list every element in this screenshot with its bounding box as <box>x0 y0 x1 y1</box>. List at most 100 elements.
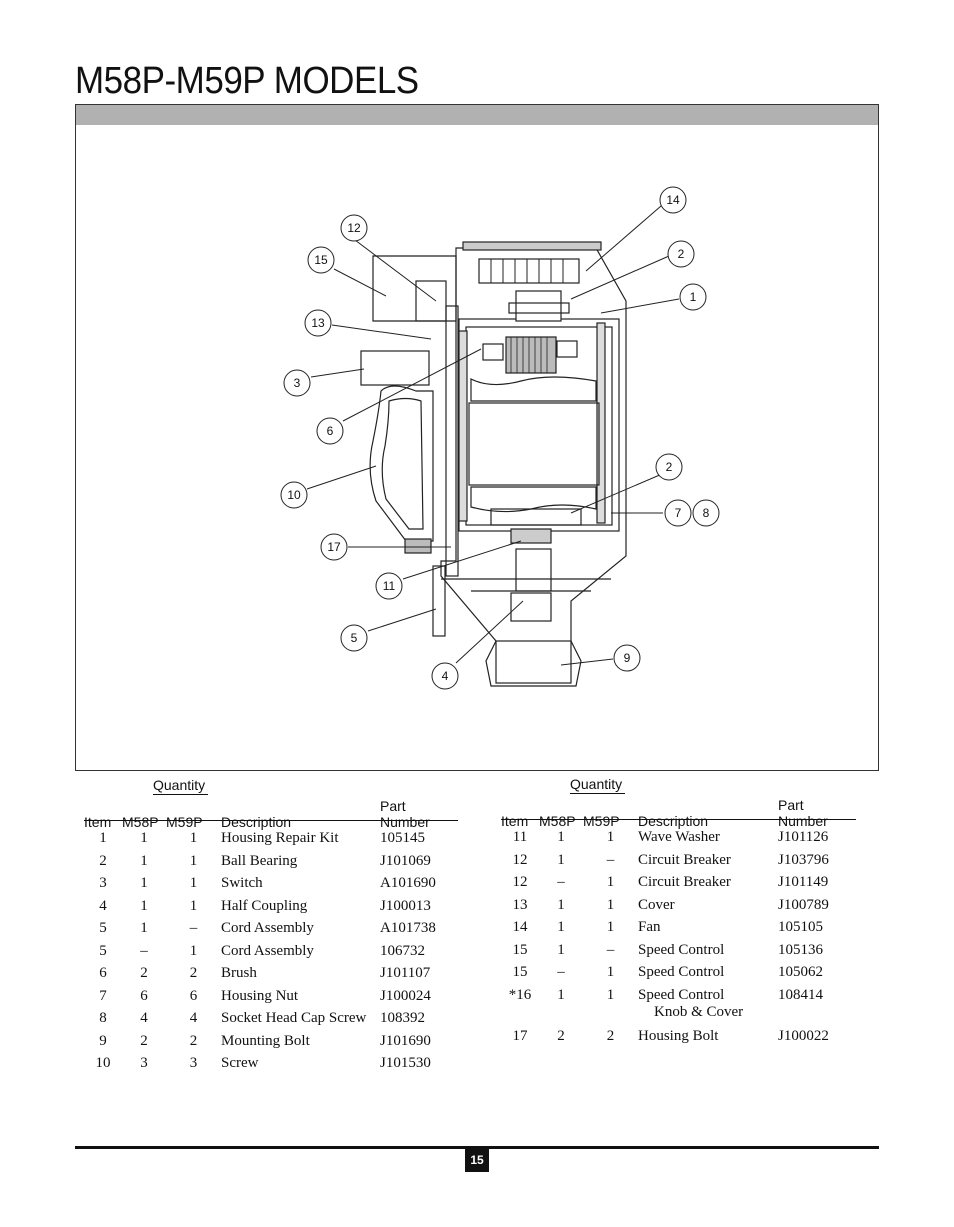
part-number-cell: 105145 <box>380 830 425 846</box>
description-cell: Mounting Bolt <box>221 1032 310 1049</box>
m59p-cell: 1 <box>189 852 198 869</box>
item-cell: 15 <box>512 941 528 958</box>
callout-6: 6 <box>316 417 344 445</box>
callout-1: 1 <box>679 283 707 311</box>
m59p-cell: 1 <box>189 875 198 891</box>
item-cell: 15 <box>512 964 528 980</box>
callout-8: 8 <box>692 499 720 527</box>
svg-text:2: 2 <box>678 247 685 261</box>
description-cell: Circuit Breaker <box>638 851 731 868</box>
m58p-cell: 6 <box>140 987 148 1004</box>
part-number-cell: A101738 <box>380 920 436 936</box>
svg-text:1: 1 <box>690 290 697 304</box>
m58p-cell: 1 <box>557 829 565 845</box>
page-number: 15 <box>465 1148 489 1172</box>
description-cell: Housing Nut <box>221 987 299 1004</box>
right-table-rule <box>501 819 856 820</box>
svg-text:5: 5 <box>351 631 358 645</box>
svg-text:8: 8 <box>703 506 710 520</box>
item-cell: 9 <box>99 1032 107 1049</box>
svg-text:7: 7 <box>675 506 682 520</box>
svg-text:13: 13 <box>311 316 325 330</box>
part-number-cell: J103796 <box>778 851 829 868</box>
item-cell: 12 <box>512 851 528 868</box>
m59p-cell: 1 <box>606 919 615 935</box>
part-number-cell: 108392 <box>380 1010 425 1026</box>
motor-drawing <box>360 241 627 687</box>
m58p-cell: 3 <box>140 1055 148 1071</box>
callout-10: 10 <box>280 481 308 509</box>
item-cell: 13 <box>512 896 528 913</box>
svg-text:4: 4 <box>442 669 449 683</box>
item-cell: 8 <box>99 1010 107 1026</box>
svg-text:17: 17 <box>327 540 341 554</box>
svg-text:3: 3 <box>294 376 301 390</box>
description-line-2: Knob & Cover <box>654 1003 744 1020</box>
part-number-cell: J101149 <box>778 874 829 890</box>
m59p-cell: 1 <box>189 830 198 846</box>
m59p-cell: 1 <box>189 942 198 959</box>
description-line: Speed Control <box>638 986 725 1003</box>
exploded-diagram: 14 12 15 2 1 13 3 6 10 2 7 8 17 11 5 4 9 <box>280 186 720 690</box>
item-cell: 4 <box>99 897 107 914</box>
m59p-cell: 1 <box>606 986 615 1003</box>
m59p-cell: – <box>606 941 615 958</box>
svg-text:10: 10 <box>287 488 301 502</box>
part-number-cell: 108414 <box>778 986 823 1003</box>
callout-leaders <box>306 205 680 666</box>
right-quantity-header: Quantity <box>570 776 625 794</box>
description-cell: Housing Repair Kit <box>221 830 339 846</box>
item-cell: 5 <box>99 942 107 959</box>
part-number-cell: J101530 <box>380 1055 431 1071</box>
svg-text:2: 2 <box>666 460 673 474</box>
description-cell: Fan <box>638 919 661 935</box>
callout-11: 11 <box>375 572 403 600</box>
description-cell: Ball Bearing <box>221 852 298 869</box>
callout-4: 4 <box>431 662 459 690</box>
m58p-cell: 2 <box>557 1027 565 1044</box>
item-cell: 14 <box>512 919 528 935</box>
callout-15: 15 <box>307 246 335 274</box>
svg-text:14: 14 <box>666 193 680 207</box>
col-item: Item <box>501 813 529 829</box>
col-description: Description <box>638 813 709 829</box>
m58p-cell: 1 <box>140 920 148 936</box>
description-cell: Socket Head Cap Screw <box>221 1010 367 1026</box>
svg-text:15: 15 <box>314 253 328 267</box>
m59p-cell: 1 <box>606 829 615 845</box>
svg-text:9: 9 <box>624 651 631 665</box>
m58p-cell: 1 <box>557 896 565 913</box>
item-cell: 1 <box>99 830 107 846</box>
part-number-cell: J100789 <box>778 896 829 913</box>
left-parts-table: Item M58P M59P Description Part Number 1… <box>84 798 458 1078</box>
callout-12: 12 <box>340 214 368 242</box>
m59p-cell: 6 <box>189 987 198 1004</box>
col-description: Description <box>221 814 292 830</box>
part-number-cell: J100022 <box>778 1027 829 1044</box>
m58p-cell: 2 <box>140 1032 148 1049</box>
item-cell: 6 <box>99 965 107 981</box>
svg-text:12: 12 <box>347 221 361 235</box>
callout-14: 14 <box>659 186 687 214</box>
page-title: M58P-M59P MODELS <box>75 60 419 102</box>
item-cell: 5 <box>99 920 107 936</box>
m59p-cell: 1 <box>606 874 615 890</box>
callout-9: 9 <box>613 644 641 672</box>
m59p-cell: 1 <box>189 897 198 914</box>
description-cell: Screw <box>221 1055 259 1071</box>
callout-5: 5 <box>340 624 368 652</box>
svg-text:6: 6 <box>327 424 334 438</box>
callout-2-top: 2 <box>667 240 695 268</box>
